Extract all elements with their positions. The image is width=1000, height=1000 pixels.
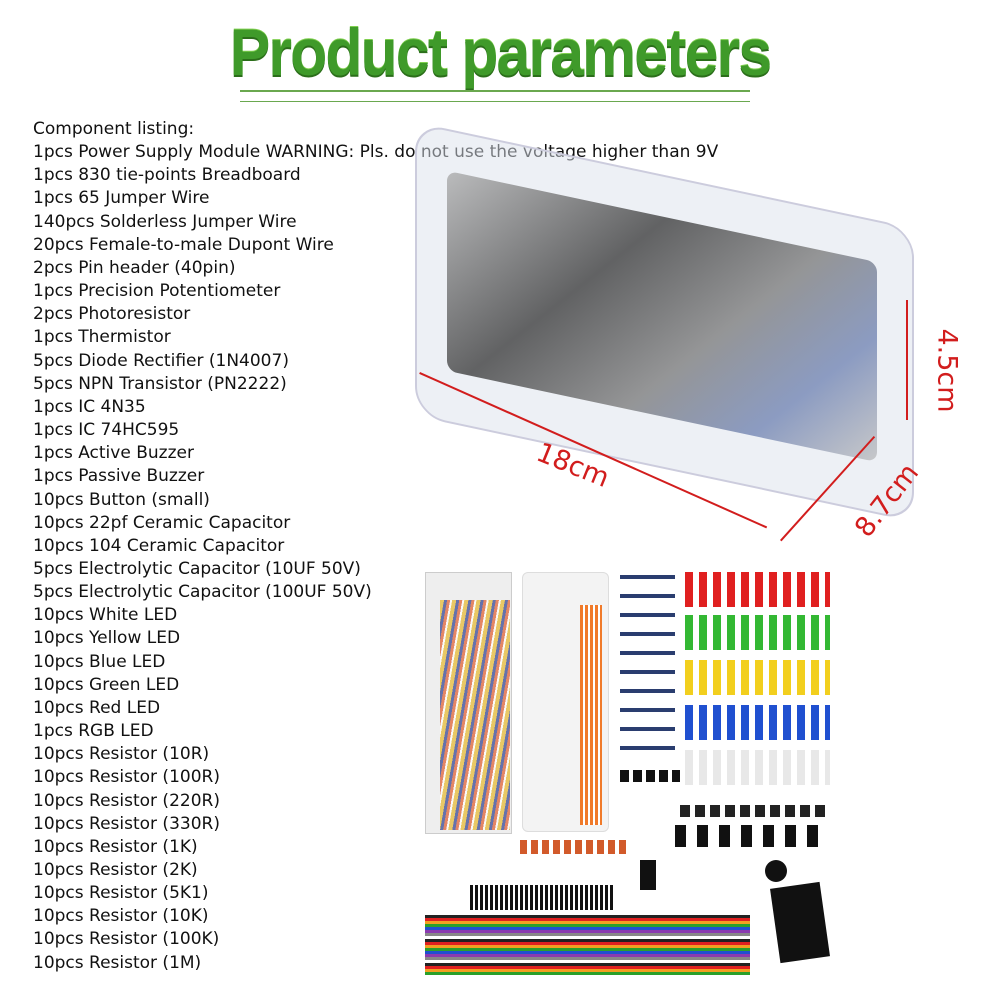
page-title: Product parameters [229, 15, 772, 89]
pin-headers [470, 885, 615, 910]
yellow-leds [685, 660, 830, 695]
list-item: 10pcs Resistor (5K1) [33, 883, 209, 904]
list-item: 1pcs 830 tie-points Breadboard [33, 165, 301, 186]
list-item: 1pcs IC 4N35 [33, 396, 146, 417]
red-leds [685, 572, 830, 607]
list-item: 1pcs Precision Potentiometer [33, 281, 281, 302]
list-item: 10pcs Red LED [33, 697, 161, 718]
list-item: 10pcs Blue LED [33, 651, 166, 672]
electrolytic-capacitors [675, 825, 825, 847]
list-item: 5pcs Electrolytic Capacitor (100UF 50V) [33, 582, 372, 603]
list-item: 10pcs Resistor (2K) [33, 860, 198, 880]
list-item: 1pcs Power Supply Module WARNING: Pls. d… [33, 142, 719, 163]
list-item: 10pcs Resistor (100R) [33, 767, 220, 788]
title-divider [240, 101, 750, 102]
list-item: 10pcs 104 Ceramic Capacitor [33, 535, 285, 556]
list-item: 10pcs Resistor (330R) [33, 813, 220, 834]
list-item: 10pcs Green LED [33, 674, 180, 695]
height-arrow [906, 300, 908, 420]
transistors [620, 770, 680, 782]
list-item: 5pcs NPN Transistor (PN2222) [33, 373, 287, 394]
white-leds [685, 750, 830, 785]
resistors [620, 575, 675, 760]
list-item: 2pcs Photoresistor [33, 304, 191, 325]
title-divider [240, 90, 750, 92]
blue-leds [685, 705, 830, 740]
power-supply-module [770, 881, 830, 964]
list-item: 10pcs White LED [33, 605, 178, 626]
list-item: 5pcs Diode Rectifier (1N4007) [33, 350, 289, 371]
list-item: 10pcs Resistor (100K) [33, 929, 220, 950]
list-item: 1pcs Thermistor [33, 327, 171, 348]
list-item: 5pcs Electrolytic Capacitor (10UF 50V) [33, 558, 361, 579]
list-item: 1pcs Active Buzzer [33, 443, 194, 464]
list-item: 10pcs 22pf Ceramic Capacitor [33, 512, 291, 533]
buzzer [765, 860, 787, 882]
list-item: 1pcs IC 74HC595 [33, 420, 180, 441]
dupont-wires [425, 915, 750, 975]
list-item: 10pcs Button (small) [33, 489, 210, 510]
list-item: 1pcs Passive Buzzer [33, 466, 205, 487]
ceramic-capacitors [520, 840, 630, 854]
list-item: 1pcs RGB LED [33, 721, 154, 742]
list-item: 10pcs Resistor (10R) [33, 744, 210, 765]
list-heading: Component listing: [33, 119, 195, 139]
list-item: 2pcs Pin header (40pin) [33, 257, 236, 278]
buttons [680, 805, 830, 817]
jumper-wires-orange [580, 605, 602, 825]
ic-chip [640, 860, 656, 890]
jumper-wires [440, 600, 510, 830]
list-item: 140pcs Solderless Jumper Wire [33, 211, 297, 232]
list-item: 20pcs Female-to-male Dupont Wire [33, 234, 334, 255]
list-item: 1pcs 65 Jumper Wire [33, 188, 210, 209]
component-list: Component listing: 1pcs Power Supply Mod… [33, 118, 718, 975]
green-leds [685, 615, 830, 650]
height-label: 4.5cm [931, 328, 963, 413]
list-item: 10pcs Resistor (1M) [33, 952, 202, 973]
list-item: 10pcs Yellow LED [33, 628, 181, 649]
list-item: 10pcs Resistor (1K) [33, 836, 198, 857]
list-item: 10pcs Resistor (10K) [33, 906, 209, 927]
list-item: 10pcs Resistor (220R) [33, 790, 220, 811]
